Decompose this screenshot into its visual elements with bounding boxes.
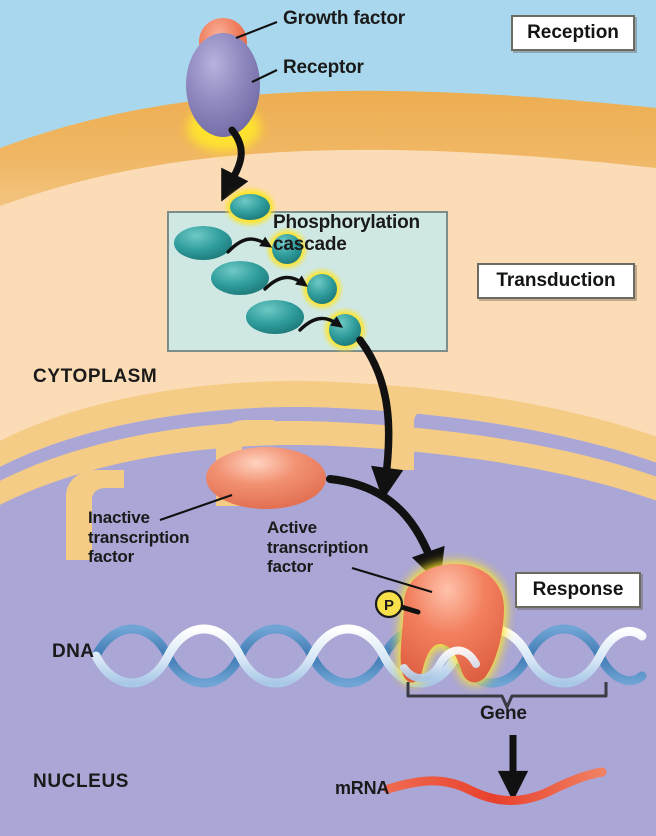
active-kinase-3 xyxy=(307,274,337,304)
active-kinase-1 xyxy=(230,194,270,220)
dna-label: DNA xyxy=(52,641,95,662)
stage-box-transduction: Transduction xyxy=(477,263,635,299)
cascade-arrow-2 xyxy=(263,275,309,291)
arrow-reception-to-transduction xyxy=(221,126,249,202)
mrna-strand xyxy=(383,767,607,805)
gene-bracket xyxy=(406,682,608,709)
growth-factor-leader xyxy=(235,21,278,39)
phosphorylation-cascade-label: Phosphorylation cascade xyxy=(273,212,420,256)
stage-box-reception: Reception xyxy=(511,15,635,51)
active-tf-leader xyxy=(351,566,433,594)
cascade-arrow-group xyxy=(226,236,344,332)
nuclear-envelope-inner xyxy=(0,421,656,506)
active-kinase-2 xyxy=(272,234,302,264)
cascade-arrow-1 xyxy=(226,236,273,254)
nuclear-pore-right xyxy=(388,392,448,470)
growth-factor-label: Growth factor xyxy=(283,8,405,29)
nuclear-envelope-outer xyxy=(0,381,656,468)
cytoplasm-label: CYTOPLASM xyxy=(33,366,158,387)
inactive-kinase-group xyxy=(174,226,304,334)
nucleoplasm xyxy=(0,407,656,836)
inactive-kinase-1 xyxy=(174,226,232,260)
inactive-kinase-3 xyxy=(246,300,304,334)
dna-double-helix xyxy=(91,624,647,688)
arrow-activation xyxy=(326,475,445,585)
active-kinase-4 xyxy=(329,314,361,346)
active-transcription-factor xyxy=(400,564,504,683)
nuclear-pore-left xyxy=(66,470,124,560)
cascade-arrow-3 xyxy=(298,316,344,332)
receptor-shape xyxy=(186,33,260,137)
arrow-transduction-to-nucleus xyxy=(356,336,404,501)
inactive-tf-leader xyxy=(159,494,233,521)
phosphate-circle xyxy=(374,589,404,619)
dna-strand-front xyxy=(91,624,647,688)
phosphate-letter: P xyxy=(384,597,394,614)
stage-box-response: Response xyxy=(515,572,641,608)
nucleus-label: NUCLEUS xyxy=(33,771,130,792)
inactive-transcription-factor xyxy=(206,447,326,509)
dna-weave-overlay xyxy=(400,646,480,682)
mrna-label: mRNA xyxy=(335,778,390,798)
active-transcription-factor-label: Active transcription factor xyxy=(267,518,369,577)
inactive-transcription-factor-label: Inactive transcription factor xyxy=(88,508,190,567)
gene-label: Gene xyxy=(480,703,527,724)
inactive-kinase-2 xyxy=(211,261,269,295)
receptor-leader xyxy=(251,69,278,83)
receptor-label: Receptor xyxy=(283,57,364,78)
